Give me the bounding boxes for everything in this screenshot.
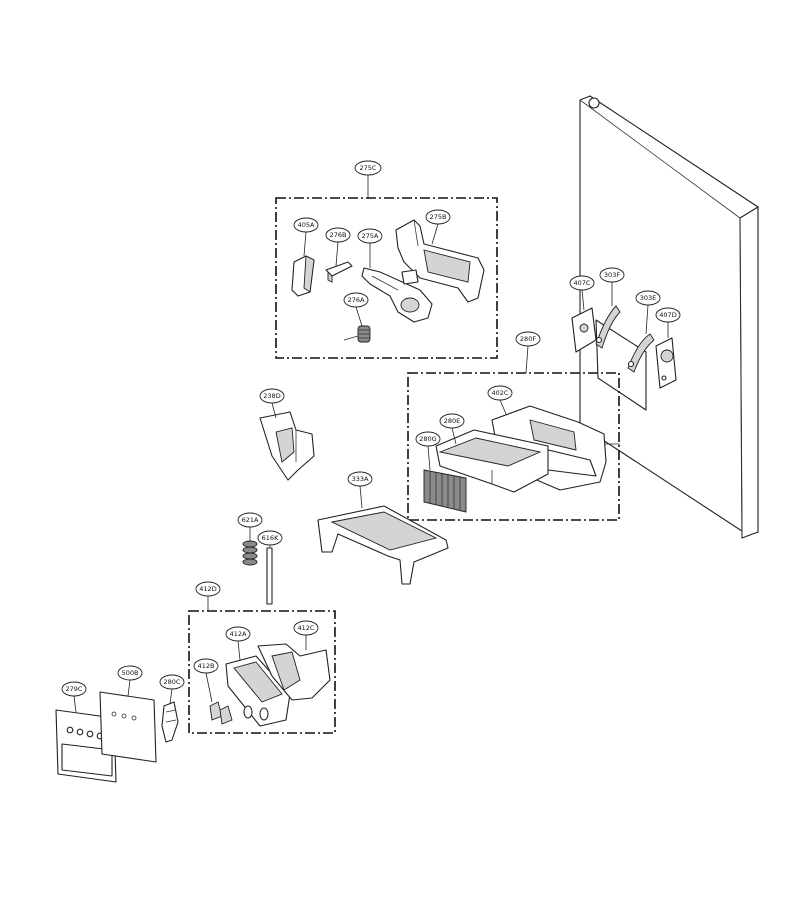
part-412C xyxy=(257,643,331,701)
group-box-412D xyxy=(188,610,336,734)
part-303E xyxy=(627,333,655,373)
callout-412B: 412B xyxy=(193,658,219,674)
svg-text:407D: 407D xyxy=(659,311,676,319)
part-333A xyxy=(317,505,449,585)
part-407C xyxy=(571,307,597,353)
part-280C xyxy=(161,701,179,743)
part-412B xyxy=(209,701,233,725)
callout-303E: 303E xyxy=(635,290,661,306)
part-407D xyxy=(655,337,677,389)
part-412A xyxy=(225,655,291,727)
svg-text:500B: 500B xyxy=(122,669,139,677)
svg-text:238D: 238D xyxy=(263,392,280,400)
part-616K xyxy=(266,547,273,605)
svg-text:275C: 275C xyxy=(360,164,377,172)
part-405A xyxy=(291,255,315,297)
svg-text:276B: 276B xyxy=(330,231,347,239)
callout-500B: 500B xyxy=(117,665,143,681)
svg-text:333A: 333A xyxy=(352,475,369,483)
callout-280G: 280G xyxy=(415,431,441,447)
svg-text:412B: 412B xyxy=(198,662,215,670)
svg-text:280G: 280G xyxy=(419,435,436,443)
callout-303F: 303F xyxy=(599,267,625,283)
svg-text:405A: 405A xyxy=(298,221,315,229)
part-276A xyxy=(343,325,371,343)
part-280E xyxy=(435,429,549,493)
svg-text:303F: 303F xyxy=(604,271,620,279)
svg-text:303E: 303E xyxy=(640,294,657,302)
callout-407C: 407C xyxy=(569,275,595,291)
group-box-280F xyxy=(407,372,620,521)
callout-238D: 238D xyxy=(259,388,285,404)
callout-405A: 405A xyxy=(293,217,319,233)
svg-text:280E: 280E xyxy=(444,417,461,425)
callout-275C: 275C xyxy=(354,160,382,176)
callout-402C: 402C xyxy=(487,385,513,401)
svg-text:621A: 621A xyxy=(242,516,259,524)
callout-621A: 621A xyxy=(237,512,263,528)
svg-text:280C: 280C xyxy=(164,678,181,686)
part-621A xyxy=(242,540,258,566)
callout-333A: 333A xyxy=(347,471,373,487)
callout-412D: 412D xyxy=(195,581,221,597)
svg-text:275A: 275A xyxy=(362,232,379,240)
svg-text:275B: 275B xyxy=(430,213,447,221)
group-box-275C xyxy=(275,197,498,359)
svg-text:407C: 407C xyxy=(574,279,591,287)
svg-text:279C: 279C xyxy=(66,685,83,693)
callout-280F: 280F xyxy=(515,331,541,347)
part-275B xyxy=(395,219,485,303)
svg-text:276A: 276A xyxy=(348,296,365,304)
svg-text:402C: 402C xyxy=(492,389,509,397)
part-303F xyxy=(595,305,621,349)
callout-616K: 616K xyxy=(257,530,283,546)
callout-280E: 280E xyxy=(439,413,465,429)
part-280G xyxy=(423,469,467,513)
callout-276B: 276B xyxy=(325,227,351,243)
svg-text:616K: 616K xyxy=(262,534,279,542)
part-238D xyxy=(259,411,315,481)
callout-280C: 280C xyxy=(159,674,185,690)
callout-279C: 279C xyxy=(61,681,87,697)
callout-275A: 275A xyxy=(357,228,383,244)
svg-text:280F: 280F xyxy=(520,335,536,343)
callout-407D: 407D xyxy=(655,307,681,323)
svg-text:412D: 412D xyxy=(199,585,216,593)
svg-text:412A: 412A xyxy=(230,630,247,638)
part-276B xyxy=(325,261,353,283)
callout-276A: 276A xyxy=(343,292,369,308)
callout-412A: 412A xyxy=(225,626,251,642)
callout-412C: 412C xyxy=(293,620,319,636)
part-500B xyxy=(99,691,157,763)
callout-275B: 275B xyxy=(425,209,451,225)
svg-text:412C: 412C xyxy=(298,624,315,632)
